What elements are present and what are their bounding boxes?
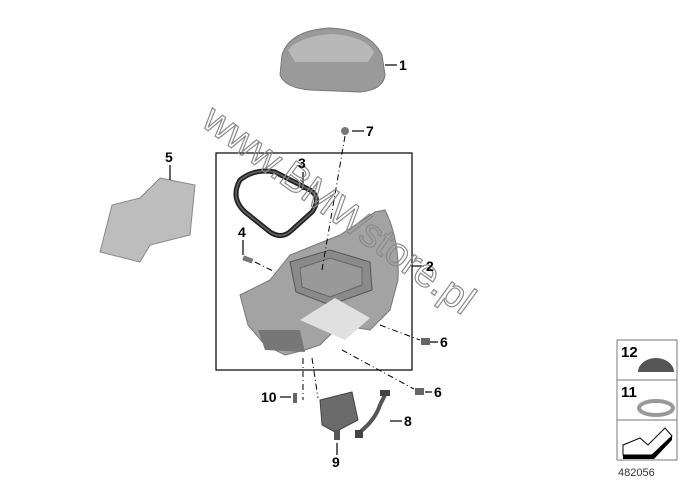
part-6-screw-a[interactable] bbox=[421, 338, 430, 345]
callout-10[interactable]: 10 bbox=[261, 389, 277, 405]
part-3-seal[interactable] bbox=[233, 168, 319, 238]
part-7-screw[interactable] bbox=[341, 127, 349, 135]
callout-4[interactable]: 4 bbox=[238, 224, 246, 240]
washer-ring-icon bbox=[637, 399, 675, 417]
legend-number-12: 12 bbox=[621, 344, 638, 361]
dash-line-6b bbox=[341, 349, 415, 390]
callout-6b[interactable]: 6 bbox=[434, 384, 442, 400]
part-4-clip[interactable] bbox=[242, 255, 254, 264]
callout-1[interactable]: 1 bbox=[399, 57, 407, 73]
part-2-housing[interactable] bbox=[239, 209, 399, 356]
legend-frame bbox=[616, 339, 678, 461]
callout-7[interactable]: 7 bbox=[366, 123, 374, 139]
legend: 12 11 bbox=[616, 339, 678, 461]
assembly-frame bbox=[215, 152, 413, 371]
callout-5[interactable]: 5 bbox=[165, 149, 173, 165]
callout-2[interactable]: 2 bbox=[426, 258, 434, 274]
part-5-mat[interactable] bbox=[99, 177, 196, 263]
dash-line-7 bbox=[321, 135, 346, 271]
part-9-switch[interactable] bbox=[319, 391, 359, 440]
part-6-screw-b[interactable] bbox=[415, 388, 424, 395]
drawing-number: 482056 bbox=[618, 467, 655, 479]
part-10-pin[interactable] bbox=[293, 393, 297, 403]
callout-3[interactable]: 3 bbox=[298, 155, 306, 171]
direction-arrow-icon bbox=[622, 427, 673, 456]
callout-8[interactable]: 8 bbox=[404, 413, 412, 429]
dash-line-4 bbox=[254, 261, 276, 273]
part-8-cable[interactable] bbox=[355, 390, 390, 438]
dash-line-9b bbox=[311, 357, 319, 399]
dash-line-6a bbox=[379, 324, 421, 341]
callout-9[interactable]: 9 bbox=[332, 454, 340, 470]
part-1-cover[interactable] bbox=[279, 27, 386, 93]
cap-dome-icon bbox=[638, 358, 674, 372]
callout-6a[interactable]: 6 bbox=[440, 334, 448, 350]
legend-number-11: 11 bbox=[621, 384, 637, 401]
